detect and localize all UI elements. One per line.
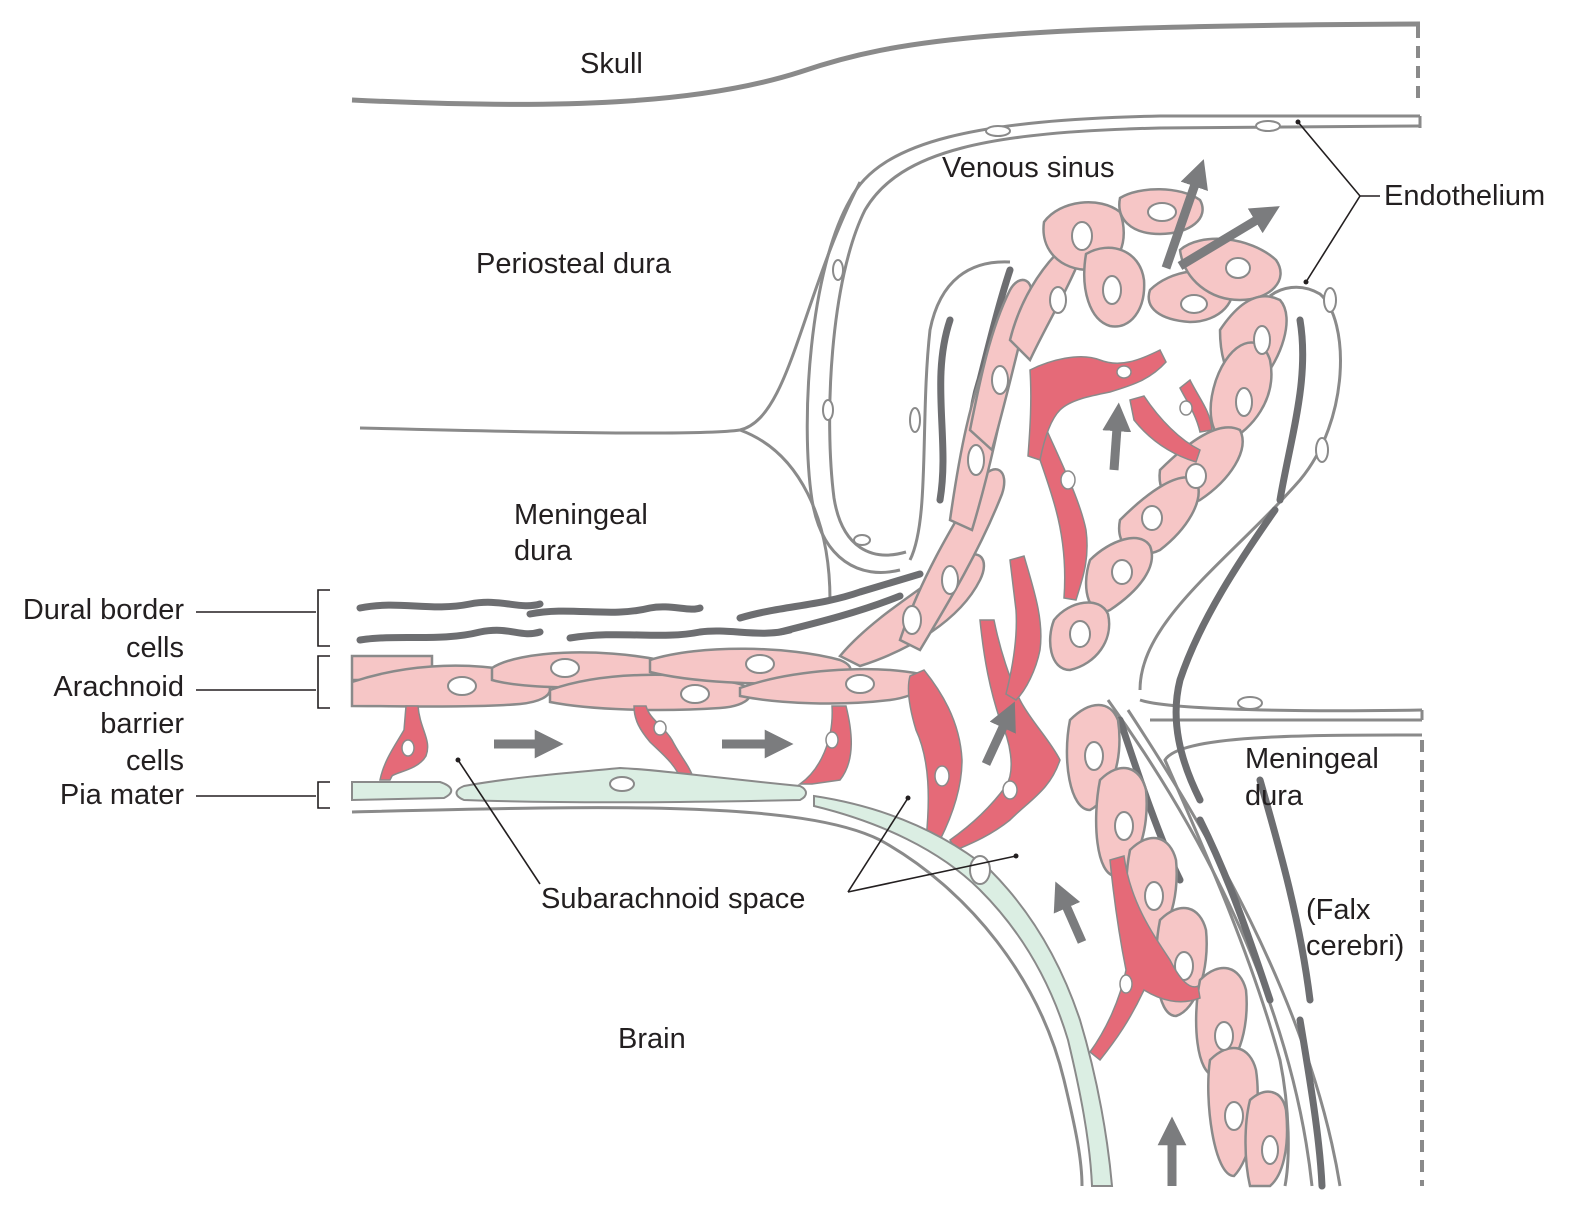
- dura-boundary-line: [359, 181, 862, 435]
- falx-cerebri-label-line2: cerebri): [1306, 930, 1405, 962]
- arachnoid-trabeculae: [379, 348, 1213, 1062]
- venous-sinus-label: Venous sinus: [942, 152, 1115, 184]
- meningeal-dura-fold-left: [739, 428, 832, 601]
- dural-border-label-line2: cells: [125, 632, 184, 664]
- trabecula-nuclei: [401, 365, 1193, 994]
- meningeal-dura-left-label-line1: Meningeal: [514, 499, 648, 531]
- dural-border-label-line1: Dural border: [22, 594, 184, 626]
- falx-cerebri-label-line1: (Falx: [1306, 894, 1371, 926]
- subarachnoid-space-label: Subarachnoid space: [541, 883, 806, 915]
- leader-dots: [455, 119, 1309, 859]
- skull-label: Skull: [580, 48, 643, 80]
- meningeal-dura-left-label-line2: dura: [514, 535, 573, 567]
- meningeal-dura-right-label-line1: Meningeal: [1245, 743, 1379, 775]
- pia-mater: [351, 766, 1114, 1187]
- brain-surface-line: [351, 806, 1084, 1187]
- pia-mater-label: Pia mater: [59, 779, 184, 811]
- arachnoid-label-line3: cells: [125, 745, 184, 777]
- brain-label: Brain: [618, 1023, 686, 1055]
- leader-lines: [196, 121, 1380, 893]
- arachnoid-cell-nuclei: [447, 202, 1279, 1165]
- skull-line: [351, 21, 1421, 107]
- endothelium-label: Endothelium: [1384, 180, 1546, 212]
- arachnoid-barrier-cells: [350, 188, 1289, 1188]
- venous-sinus-endothelium: [805, 114, 1424, 722]
- arachnoid-label-line2: barrier: [100, 708, 184, 740]
- meningeal-dura-right-label-line2: dura: [1245, 780, 1304, 812]
- arachnoid-label-line1: Arachnoid: [53, 671, 184, 703]
- csf-flow-arrows: [494, 159, 1280, 1186]
- periosteal-dura-label: Periosteal dura: [476, 248, 672, 280]
